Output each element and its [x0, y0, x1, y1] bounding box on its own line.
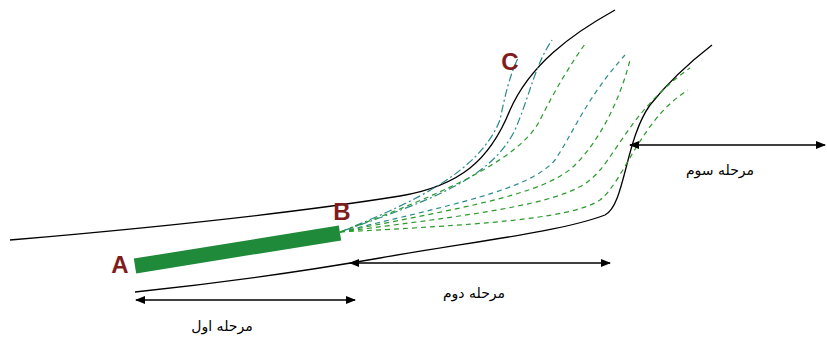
path-line	[340, 44, 585, 232]
path-line	[340, 68, 690, 232]
stage-label: مرحله اول	[191, 318, 252, 334]
stage-label: مرحله سوم	[686, 162, 754, 178]
point-label: B	[333, 198, 350, 226]
point-label: A	[111, 251, 128, 279]
path-line	[340, 40, 552, 232]
point-label: C	[501, 48, 518, 76]
stage-arrow	[630, 144, 825, 145]
path-line	[340, 58, 518, 232]
path-line	[340, 60, 630, 232]
path-line	[340, 55, 625, 232]
stage-label: مرحله دوم	[443, 285, 505, 301]
stage-arrow	[350, 262, 610, 263]
upper-boundary	[10, 10, 615, 240]
lower-boundary	[135, 45, 712, 292]
stage-arrow	[136, 299, 355, 300]
green-bar	[135, 233, 340, 266]
path-line	[340, 90, 688, 232]
